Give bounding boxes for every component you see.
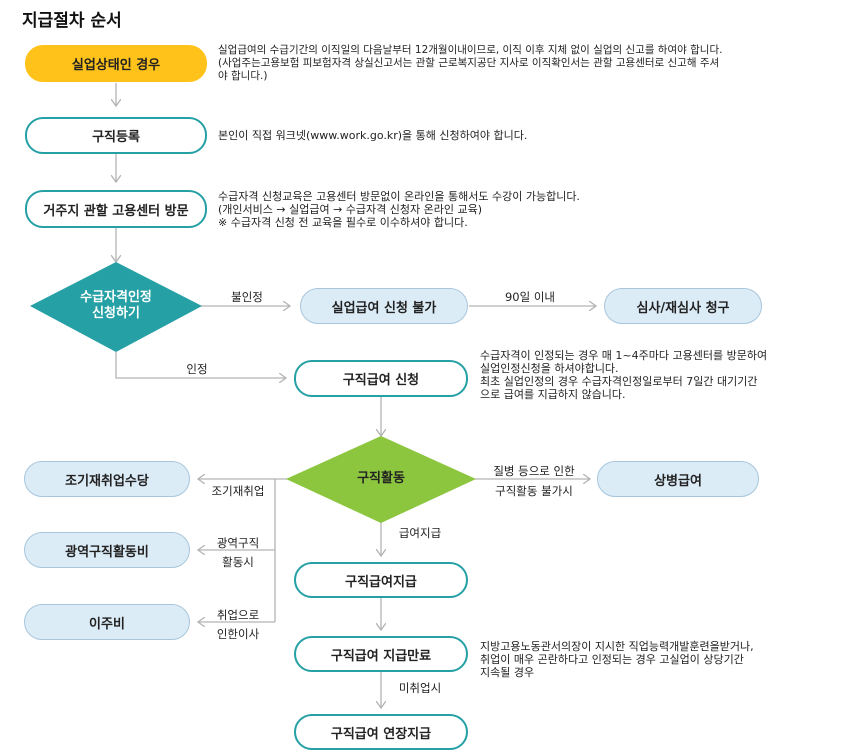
note-unemployed: 실업급여의 수급기간의 이직일의 다음날부터 12개월이내이므로, 이직 이후 … — [218, 44, 723, 82]
result-relocation: 이주비 — [24, 604, 190, 640]
result-early-reemployment: 조기재취업수당 — [24, 461, 190, 497]
step-job-register: 구직등록 — [25, 117, 207, 154]
step-extended-payment: 구직급여 연장지급 — [294, 714, 468, 750]
label-approved: 인정 — [186, 362, 208, 376]
label-disapproved: 불인정 — [231, 290, 263, 304]
result-sick-benefit: 상병급여 — [597, 461, 759, 497]
diamond-apply-qualification — [30, 262, 202, 352]
label-early-reemployment: 조기재취업 — [211, 484, 265, 498]
label-payment: 급여지급 — [398, 526, 442, 540]
note-center-visit: 수급자격 신청교육은 고용센터 방문없이 온라인을 통해서도 수강이 가능합니다… — [218, 190, 580, 229]
step-payment-end: 구직급여 지급만료 — [294, 636, 468, 672]
step-unemployed: 실업상태인 경우 — [25, 45, 207, 82]
note-apply-benefit: 수급자격이 인정되는 경우 매 1~4주마다 고용센터를 방문하여 실업인정신청… — [480, 349, 768, 401]
result-review: 심사/재심사 청구 — [604, 288, 762, 324]
note-job-register: 본인이 직접 워크넷(www.work.go.kr)을 통해 신청하여야 합니다… — [218, 129, 528, 142]
label-within-90-days: 90일 이내 — [504, 290, 556, 304]
label-unemployed-yet: 미취업시 — [398, 681, 442, 695]
label-wide-area: 광역구직 활동시 — [216, 536, 260, 569]
diamond-apply-label: 수급자격인정 신청하기 — [80, 290, 152, 321]
label-sick: 질병 등으로 인한 구직활동 불가시 — [493, 464, 575, 498]
result-not-allowed: 실업급여 신청 불가 — [300, 288, 468, 324]
step-apply-benefit: 구직급여 신청 — [294, 360, 468, 397]
diamond-job-search — [286, 436, 476, 523]
result-wide-area-job-search: 광역구직활동비 — [24, 532, 190, 568]
step-payment: 구직급여지급 — [294, 562, 468, 598]
arrow-apply-to-benefit — [115, 352, 286, 378]
diamond-job-search-label: 구직활동 — [357, 471, 405, 486]
step-center-visit: 거주지 관할 고용센터 방문 — [25, 190, 207, 228]
label-relocation: 취업으로 인한이사 — [216, 608, 260, 641]
page-title: 지급절차 순서 — [22, 11, 122, 31]
note-payment-end: 지방고용노동관서의장이 지시한 직업능력개발훈련을받거나, 취업이 매우 곤란하… — [480, 640, 754, 679]
